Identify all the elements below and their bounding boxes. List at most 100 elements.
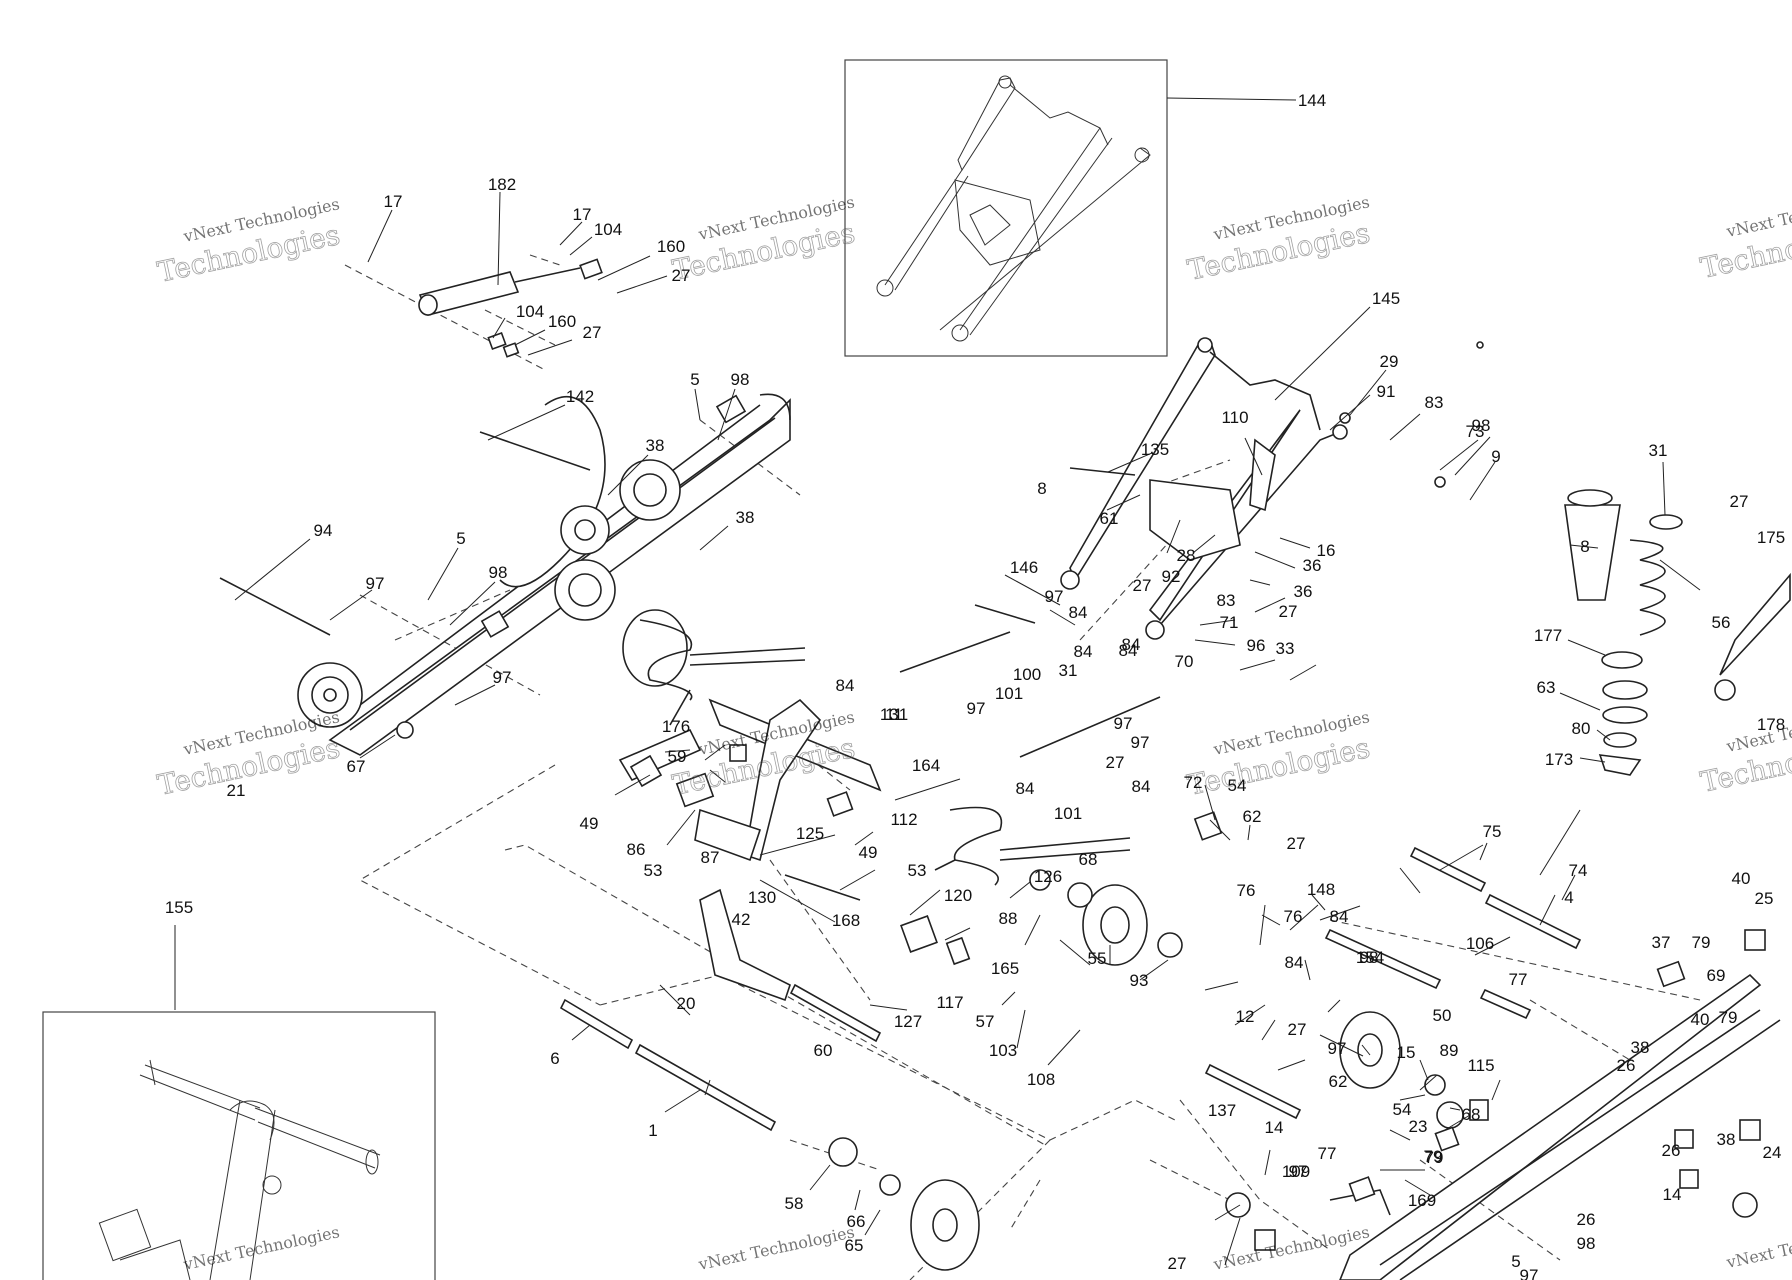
callout-label: 11 bbox=[885, 705, 903, 724]
callout-label: 97 bbox=[1131, 733, 1150, 752]
callout-label: 131 bbox=[880, 705, 908, 724]
callout-label: 16 bbox=[1317, 541, 1336, 560]
callout-label: 109 bbox=[1282, 1162, 1310, 1181]
callout-label: 37 bbox=[1652, 933, 1671, 952]
callout-label: 50 bbox=[1433, 1006, 1452, 1025]
callout-label: 49 bbox=[580, 814, 599, 833]
callout-label: 86 bbox=[627, 840, 646, 859]
hardware-blocks bbox=[629, 744, 1766, 1251]
callout-label: 68 bbox=[1462, 1105, 1481, 1124]
callout-label: 74 bbox=[1569, 861, 1588, 880]
callout-label: 93 bbox=[1130, 971, 1149, 990]
callout-label: 36 bbox=[1294, 582, 1313, 601]
callout-label: 20 bbox=[677, 994, 696, 1013]
callout-label: 160 bbox=[657, 237, 685, 256]
callout-label: 98 bbox=[1472, 416, 1491, 435]
callout-label: 146 bbox=[1010, 558, 1038, 577]
callout-label: 97 bbox=[1520, 1266, 1539, 1280]
callout-label: 84 bbox=[1016, 779, 1035, 798]
callout-label: 182 bbox=[488, 175, 516, 194]
callout-label: 160 bbox=[548, 312, 576, 331]
callout-label: 154 bbox=[1356, 948, 1384, 967]
callout-label: 27 bbox=[583, 323, 602, 342]
callout-label: 173 bbox=[1545, 750, 1573, 769]
callout-label: 137 bbox=[1208, 1101, 1236, 1120]
callout-label: 145 bbox=[1372, 289, 1400, 308]
callout-label: 148 bbox=[1307, 880, 1335, 899]
callout-label: 5 bbox=[1511, 1252, 1520, 1271]
callout-label: 94 bbox=[314, 521, 333, 540]
callout-label: 89 bbox=[1440, 1041, 1459, 1060]
callout-label: 84 bbox=[1119, 641, 1138, 660]
callout-label: 98 bbox=[731, 370, 750, 389]
spring-cups bbox=[1598, 651, 1648, 776]
callout-label: 8 bbox=[1580, 537, 1589, 556]
callout-label: 77 bbox=[1509, 970, 1528, 989]
callout-label: 26 bbox=[1617, 1056, 1636, 1075]
assembly-dash-lines bbox=[344, 254, 1701, 1280]
torsion-spring-right bbox=[934, 806, 1131, 886]
callout-label: 31 bbox=[1649, 441, 1668, 460]
inset-frame-bottom-left bbox=[42, 1011, 436, 1280]
watermark-text: vNext Technologies bbox=[1724, 189, 1792, 241]
watermark-text: vNext Technologies bbox=[181, 1222, 341, 1274]
callout-label: 130 bbox=[748, 888, 776, 907]
right-rail-assembly bbox=[1329, 973, 1781, 1280]
callout-label: 177 bbox=[1534, 626, 1562, 645]
shock-absorber-182 bbox=[418, 258, 603, 358]
callout-label: 27 bbox=[1730, 492, 1749, 511]
callout-label: 97 bbox=[1328, 1039, 1347, 1058]
callout-label: 25 bbox=[1755, 889, 1774, 908]
callout-label: 84 bbox=[1132, 777, 1151, 796]
callout-label: 125 bbox=[796, 824, 824, 843]
callout-label: 83 bbox=[1217, 591, 1236, 610]
callout-label: 84 bbox=[1285, 953, 1304, 972]
hardware-washers bbox=[396, 341, 1758, 1218]
torsion-spring-left bbox=[622, 609, 806, 726]
callout-label: 135 bbox=[1141, 440, 1169, 459]
callout-label: 169 bbox=[1408, 1191, 1436, 1210]
callout-label: 142 bbox=[566, 387, 594, 406]
inset-axle-drawing bbox=[98, 1059, 381, 1280]
callout-label: 40 bbox=[1732, 869, 1751, 888]
callout-label: 5 bbox=[690, 370, 699, 389]
callout-label: 175 bbox=[1757, 528, 1785, 547]
callout-label: 27 bbox=[1168, 1254, 1187, 1273]
callout-label: 71 bbox=[1220, 613, 1239, 632]
callout-label: 4 bbox=[1564, 888, 1573, 907]
callout-label: 26 bbox=[1577, 1210, 1596, 1229]
callout-label: 55 bbox=[1088, 949, 1107, 968]
callout-label: 96 bbox=[1247, 636, 1266, 655]
callout-label: 61 bbox=[1100, 509, 1119, 528]
callout-label: 12 bbox=[1236, 1007, 1255, 1026]
callout-label: 58 bbox=[785, 1194, 804, 1213]
callout-label: 54 bbox=[1393, 1100, 1412, 1119]
callout-label: 28 bbox=[1177, 546, 1196, 565]
callout-label: 40 bbox=[1691, 1010, 1710, 1029]
watermark-text: vNext Technologies bbox=[1724, 1220, 1792, 1272]
callout-label: 165 bbox=[991, 959, 1019, 978]
callout-label: 97 bbox=[1289, 1162, 1308, 1181]
callout-label: 23 bbox=[1409, 1117, 1428, 1136]
callout-label: 155 bbox=[165, 898, 193, 917]
callout-label: 6 bbox=[550, 1049, 559, 1068]
callout-label: 84 bbox=[1330, 907, 1349, 926]
callout-label: 168 bbox=[832, 911, 860, 930]
callout-label: 17 bbox=[573, 205, 592, 224]
callout-label: 73 bbox=[1466, 422, 1485, 441]
callout-label: 83 bbox=[1425, 393, 1444, 412]
callout-label: 91 bbox=[1377, 382, 1396, 401]
callout-label: 84 bbox=[1122, 635, 1141, 654]
callout-label: 84 bbox=[836, 676, 855, 695]
shafts-and-rods bbox=[219, 431, 1582, 1132]
callout-label: 84 bbox=[1074, 642, 1093, 661]
callout-label: 104 bbox=[516, 302, 544, 321]
callout-label: 87 bbox=[701, 848, 720, 867]
callout-label: 68 bbox=[1079, 850, 1098, 869]
callout-label: 88 bbox=[999, 909, 1018, 928]
callout-label: 17 bbox=[384, 192, 403, 211]
callout-label: 76 bbox=[1284, 907, 1303, 926]
callout-label: 8 bbox=[1037, 479, 1046, 498]
callout-label: 100 bbox=[1013, 665, 1041, 684]
